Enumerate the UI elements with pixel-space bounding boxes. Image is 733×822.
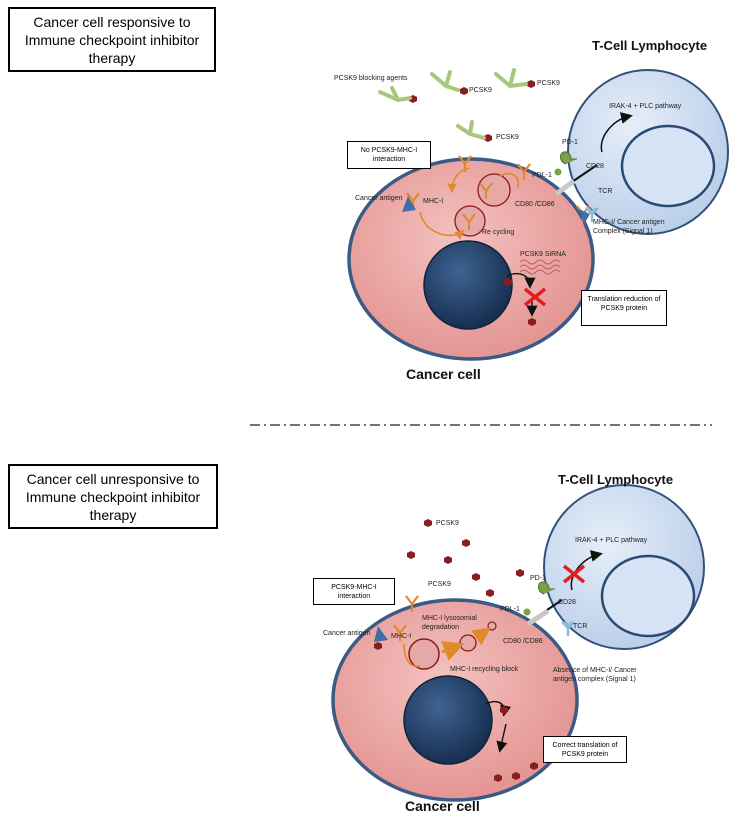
interaction-box-bottom: PCSK9-MHC-I interaction [313, 578, 395, 605]
sirna-top [519, 259, 561, 275]
pcsk9-label-bottom-top: PCSK9 [436, 520, 459, 527]
absence-label: Absence of MHC-I/ Cancer antigen complex… [553, 667, 637, 683]
tcell-top [567, 69, 729, 235]
inhibit-x-top [523, 287, 547, 307]
sirna-label: PCSK9 SiRNA [520, 251, 566, 258]
header-box-top: Cancer cell responsive to Immune checkpo… [8, 7, 216, 72]
recycling-block-label: MHC-I recycling block [450, 666, 519, 673]
pd1-label-bottom: PD-1 [530, 575, 546, 582]
pdl1-label-top: PDL-1 [532, 172, 552, 179]
pd1-receptor-top [559, 151, 577, 165]
pcsk9-molecules-bottom [374, 519, 538, 782]
cd28-label-top: CD28 [586, 163, 604, 170]
pcsk9-label-bottom-side: PCSK9 [428, 581, 451, 588]
cd28-cd80-link-top [554, 164, 598, 197]
pd1-label-top: PD-1 [562, 139, 578, 146]
cancer-antigen-bottom [374, 626, 388, 642]
pd1-receptor-bottom [537, 581, 555, 595]
no-interaction-box: No PCSK9-MHC-I interaction [347, 141, 431, 169]
tcell-title-bottom: T-Cell Lymphocyte [558, 472, 674, 487]
tcell-bottom [543, 484, 705, 650]
tcr-bottom [561, 621, 575, 636]
pdl1-ligand-bottom [523, 608, 531, 616]
inhibit-x-bottom [562, 564, 586, 584]
lysosome-vesicles-bottom [403, 621, 497, 670]
pdl1-ligand-top [554, 168, 562, 176]
cd28-label-bottom: CD28 [558, 599, 576, 606]
cancer-antigen-label-top: Cancer antigen [355, 195, 403, 202]
pdl1-label-bottom: PDL-1 [500, 606, 520, 613]
translation-box-top: Translation reduction of PCSK9 protein [581, 290, 667, 326]
pcsk9-label-2: PCSK9 [537, 80, 560, 87]
header-box-bottom: Cancer cell unresponsive to Immune check… [8, 464, 218, 529]
pathway-arrow-bottom [570, 550, 603, 591]
pcsk9-blocking-antibodies [378, 68, 528, 140]
translation-arrow-top [506, 272, 536, 289]
pcsk9-label-1: PCSK9 [469, 87, 492, 94]
recycling-label-top: Re cycling [482, 229, 515, 236]
mhc-complex-label: MHC-I/ Cancer antigen Complex (Signal 1) [593, 219, 665, 235]
lysosomal-label: MHC-I lysosomial degradation [422, 615, 477, 631]
cd80-label-bottom: CD80 /CD86 [503, 638, 543, 645]
pathway-label-bottom: IRAK-4 + PLC pathway [575, 537, 648, 544]
cancer-antigen-top-2 [579, 209, 590, 224]
recycling-vesicles-top [419, 167, 520, 240]
pathway-label-top: IRAK-4 + PLC pathway [609, 103, 682, 110]
cancer-cell-bottom [331, 598, 579, 802]
pcsk9-blocking-label: PCSK9 blocking agents [334, 75, 408, 82]
tcr-label-top: TCR [598, 188, 613, 195]
cancer-cell-top [347, 157, 595, 361]
cancer-title-bottom: Cancer cell [405, 798, 480, 814]
mhc-receptors-bottom [393, 595, 419, 641]
mhc-label-top: MHC-I [423, 198, 444, 205]
cancer-antigen-label-bottom: Cancer antigen [323, 630, 371, 637]
no-interaction-text: No PCSK9-MHC-I interaction [360, 147, 418, 163]
pcsk9-label-3: PCSK9 [496, 134, 519, 141]
cd80-label-top: CD80 /CD86 [515, 201, 555, 208]
cd28-cd80-link-bottom [526, 599, 563, 627]
cancer-title-top: Cancer cell [406, 366, 481, 382]
tcr-label-bottom: TCR [573, 623, 588, 630]
cancer-antigen-top [402, 196, 416, 212]
pcsk9-molecules-top [409, 80, 536, 326]
header-top-text: Cancer cell responsive to Immune checkpo… [24, 14, 200, 66]
mhc-label-bottom: MHC-I [391, 633, 412, 640]
tcr-top [585, 207, 599, 222]
interaction-text-bottom: PCSK9-MHC-I interaction [331, 584, 377, 600]
pathway-arrow-top [600, 112, 633, 153]
translation-text-bottom: Correct translation of PCSK9 protein [552, 742, 618, 758]
tcell-title-top: T-Cell Lymphocyte [592, 38, 708, 53]
translation-text-top: Translation reduction of PCSK9 protein [587, 296, 661, 312]
translation-box-bottom: Correct translation of PCSK9 protein [543, 736, 627, 763]
translation-arrow-bottom-2 [496, 723, 508, 753]
header-bottom-text: Cancer cell unresponsive to Immune check… [25, 471, 201, 523]
